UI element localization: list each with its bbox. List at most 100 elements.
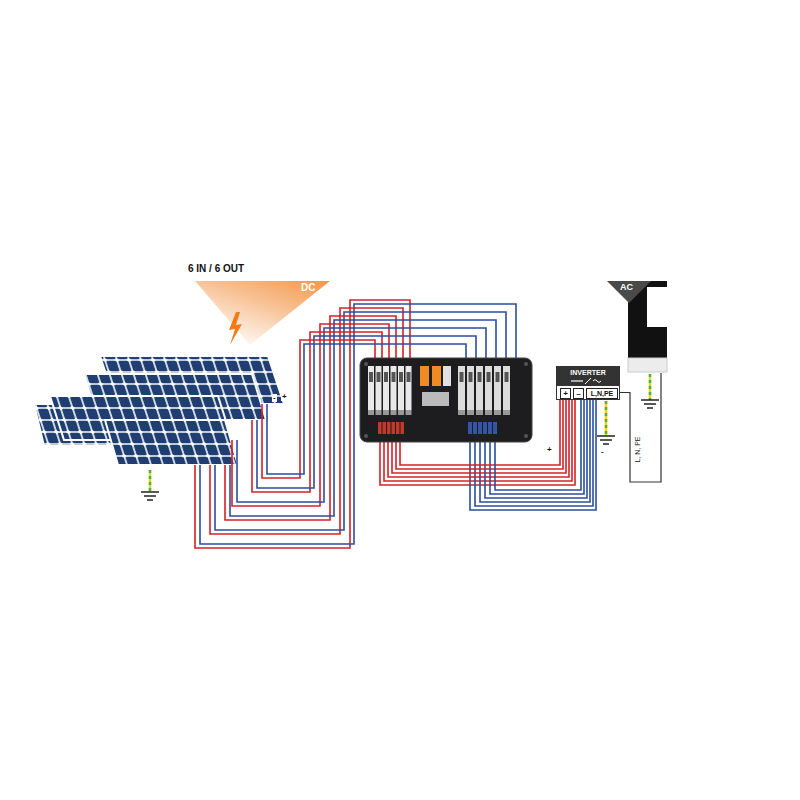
fuse-holder [383,366,389,410]
fuse-window [478,372,482,382]
dc-banner: 6 IN / 6 OUT DC [188,264,330,346]
polarity-mark: - [272,394,277,402]
fuse-base [503,410,510,415]
fuse-base [406,410,412,415]
inverter-symbol [571,380,583,381]
ground-symbol [141,470,159,500]
fuse-window [377,372,381,382]
fuse-holder [467,366,474,410]
inverter-symbol [593,380,601,383]
surge-protector [443,366,451,386]
fuse-base [494,410,501,415]
mounting-hole [524,434,528,438]
string-wire [490,400,584,494]
inverter-box: +–L,N,PE INVERTER [556,366,620,400]
fuse-window [392,372,396,382]
terminal-box: + [560,388,571,399]
fuse-window [384,372,388,382]
cable-label: L, N, PE [634,435,641,463]
ground-symbol [141,491,159,493]
combiner-housing [360,358,532,442]
banner-label: AC [620,283,633,292]
cabinet-base [628,358,667,372]
fuse-window [460,372,464,382]
ground-symbol [644,403,656,405]
fuse-base [391,410,397,415]
polarity-mark: + [546,446,553,454]
terminal-block [387,422,391,434]
ac-cabinet: AC [607,281,667,373]
dc-banner-shape [188,264,330,346]
fuse-holder [406,366,412,410]
ground-symbol [600,439,612,441]
polarity-mark: - [600,448,605,456]
terminal-block [493,422,497,434]
ground-symbol [605,401,608,436]
fuse-holder [376,366,382,410]
lightning-icon [229,312,242,345]
fuse-holder [368,366,374,410]
terminal-block [392,422,396,434]
fuse-window [369,372,373,382]
ground-symbol [149,470,152,492]
combiner-box [360,358,532,442]
fuse-holder [391,366,397,410]
control-module [422,392,449,406]
terminal-block [488,422,492,434]
fuse-holder [476,366,483,410]
banner-title: 6 IN / 6 OUT [188,264,244,274]
ground-symbol [597,435,615,437]
terminal-box: L,N,PE [586,388,618,399]
ac-cable [620,373,661,482]
fuse-base [376,410,382,415]
terminal-label: – [574,389,583,398]
banner-label: DC [301,283,315,293]
mounting-hole [364,362,368,366]
relay [432,366,441,386]
ground-symbol [641,399,659,401]
string-wire [495,400,581,490]
mounting-hole [364,434,368,438]
fuse-base [485,410,492,415]
inverter-symbol [585,378,591,384]
terminal-block [383,422,387,434]
ground-symbol [647,407,653,409]
terminal-block [468,422,472,434]
terminal-block [483,422,487,434]
fuse-window [496,372,500,382]
fuse-base [383,410,389,415]
ground-symbol [147,499,153,501]
polarity-mark: + [281,393,288,401]
terminal-label: L,N,PE [587,389,617,398]
ground-symbol [649,374,652,400]
dc-triangle [195,281,330,345]
ground-symbol [641,374,659,408]
ground-symbol [649,374,652,400]
ground-symbol [144,495,156,497]
fuse-window [505,372,509,382]
terminal-block [478,422,482,434]
fuse-base [467,410,474,415]
fuse-window [469,372,473,382]
device-label: INVERTER [557,369,619,376]
ground-symbol [605,401,608,436]
solar-panels [34,356,284,465]
ground-symbol [149,470,152,492]
inverter-header [557,367,619,386]
ac-cabinet-shape [607,281,667,373]
fuse-base [458,410,465,415]
fuse-holder [494,366,501,410]
string-wire [485,400,587,498]
string-wire [262,340,375,478]
cabinet-panel [647,287,667,327]
fuse-base [398,410,404,415]
terminal-block [473,422,477,434]
fuse-base [476,410,483,415]
fuse-base [368,410,374,415]
ground-symbol [603,443,609,445]
solar-panels [105,420,238,465]
terminal-block [401,422,405,434]
